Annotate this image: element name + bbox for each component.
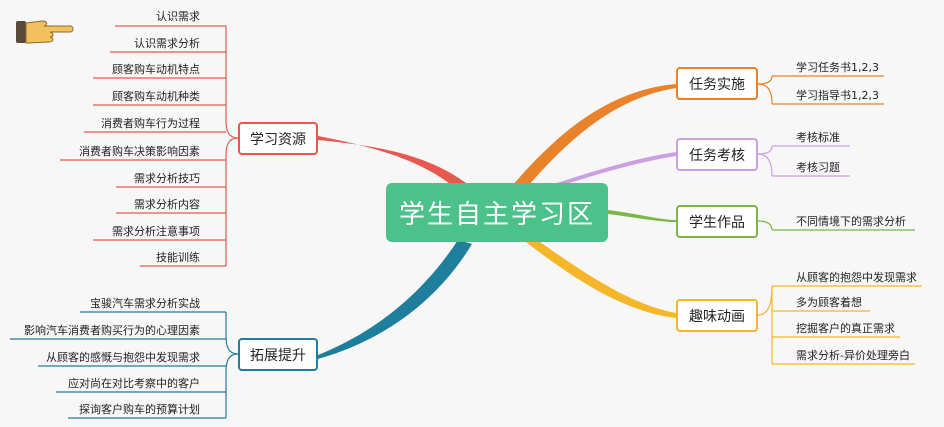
node-student-works[interactable]: 学生作品 xyxy=(676,205,758,238)
node-task-implementation[interactable]: 任务实施 xyxy=(676,67,758,100)
node-task-assessment[interactable]: 任务考核 xyxy=(676,138,758,171)
leaf-extension[interactable]: 影响汽车消费者购买行为的心理因素 xyxy=(24,324,200,337)
central-topic[interactable]: 学生自主学习区 xyxy=(386,183,608,242)
leaf-task-assessment[interactable]: 考核习题 xyxy=(796,161,840,174)
leaf-student-works[interactable]: 不同情境下的需求分析 xyxy=(796,215,906,228)
leaf-learning-resources[interactable]: 认识需求分析 xyxy=(134,37,200,50)
node-fun-animation[interactable]: 趣味动画 xyxy=(676,299,758,332)
leaf-fun-animation[interactable]: 挖掘客户的真正需求 xyxy=(796,322,895,335)
leaf-learning-resources[interactable]: 需求分析技巧 xyxy=(134,172,200,185)
leaf-learning-resources[interactable]: 消费者购车决策影响因素 xyxy=(79,145,200,158)
branch-curve-extension xyxy=(318,240,472,359)
leaf-fun-animation[interactable]: 需求分析-异价处理旁白 xyxy=(796,349,910,362)
leaf-extension[interactable]: 应对尚在对比考察中的客户 xyxy=(68,377,200,390)
leaf-extension[interactable]: 宝骏汽车需求分析实战 xyxy=(90,297,200,310)
leaf-fun-animation[interactable]: 多为顾客着想 xyxy=(796,296,862,309)
pointing-hand-icon xyxy=(16,20,74,44)
leaf-task-implementation[interactable]: 学习任务书1,2,3 xyxy=(796,61,879,74)
leaf-extension[interactable]: 探询客户购车的预算计划 xyxy=(79,403,200,416)
node-extension[interactable]: 拓展提升 xyxy=(238,338,318,371)
branch-curve-task-implementation xyxy=(512,84,676,186)
leaf-learning-resources[interactable]: 消费者购车行为过程 xyxy=(101,117,200,130)
branch-curve-task-assessment xyxy=(548,152,676,186)
leaf-learning-resources[interactable]: 需求分析注意事项 xyxy=(112,225,200,238)
branch-curve-fun-animation xyxy=(526,242,676,318)
node-learning-resources[interactable]: 学习资源 xyxy=(238,122,318,155)
branch-curve-student-works xyxy=(608,210,676,222)
leaf-learning-resources[interactable]: 需求分析内容 xyxy=(134,198,200,211)
leaf-task-assessment[interactable]: 考核标准 xyxy=(796,131,840,144)
leaf-fun-animation[interactable]: 从顾客的抱怨中发现需求 xyxy=(796,271,917,284)
leaf-learning-resources[interactable]: 技能训练 xyxy=(156,251,200,264)
leaf-learning-resources[interactable]: 顾客购车动机特点 xyxy=(112,63,200,76)
leaf-task-implementation[interactable]: 学习指导书1,2,3 xyxy=(796,89,879,102)
leaf-learning-resources[interactable]: 顾客购车动机种类 xyxy=(112,90,200,103)
leaf-learning-resources[interactable]: 认识需求 xyxy=(156,10,200,23)
leaf-extension[interactable]: 从顾客的感慨与抱怨中发现需求 xyxy=(46,351,200,364)
